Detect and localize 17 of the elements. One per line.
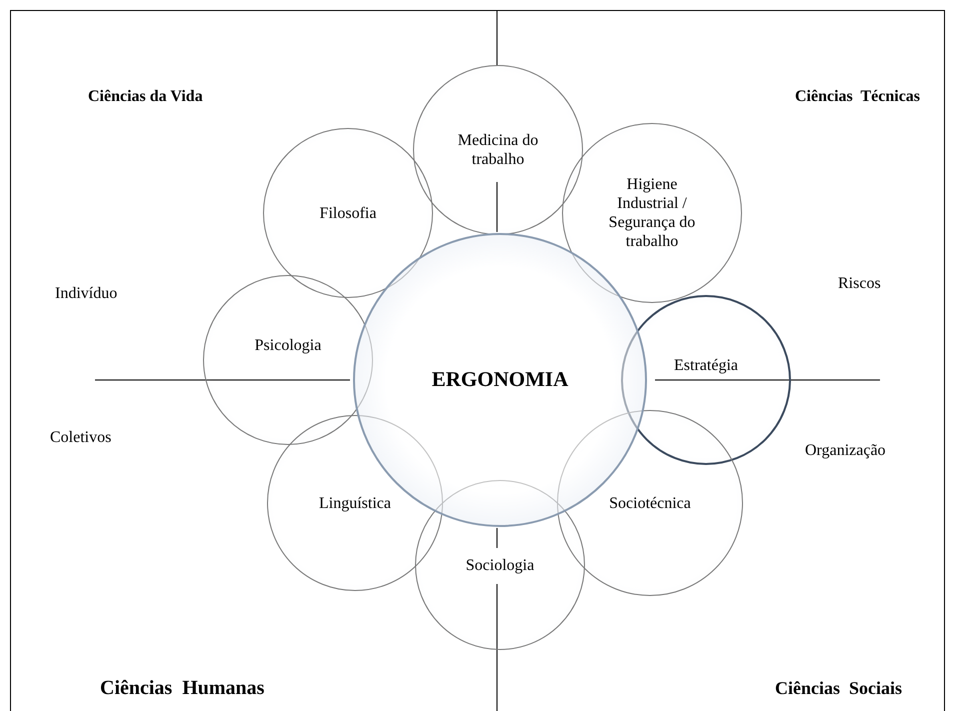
- axis-label: Coletivos: [50, 428, 112, 448]
- axis-label: Indivíduo: [55, 284, 118, 304]
- axis-label: Organização: [805, 441, 886, 461]
- discipline-label: Higiene Industrial / Segurança do trabalho: [608, 175, 696, 251]
- discipline-label: Filosofia: [320, 204, 376, 222]
- central-title: ERGONOMIA: [432, 366, 568, 394]
- discipline-label: Linguística: [319, 494, 391, 512]
- discipline-label: Sociologia: [466, 556, 534, 574]
- discipline-label: Sociotécnica: [609, 494, 691, 512]
- discipline-label: Estratégia: [674, 356, 738, 374]
- quadrant-heading: Ciências Humanas: [100, 676, 264, 701]
- quadrant-heading: Ciências Técnicas: [795, 87, 920, 107]
- quadrant-heading: Ciências da Vida: [88, 87, 203, 107]
- axis-label: Riscos: [838, 274, 881, 294]
- discipline-label: Medicina do trabalho: [456, 131, 540, 169]
- discipline-label: Psicologia: [254, 336, 322, 354]
- quadrant-heading: Ciências Sociais: [775, 677, 902, 700]
